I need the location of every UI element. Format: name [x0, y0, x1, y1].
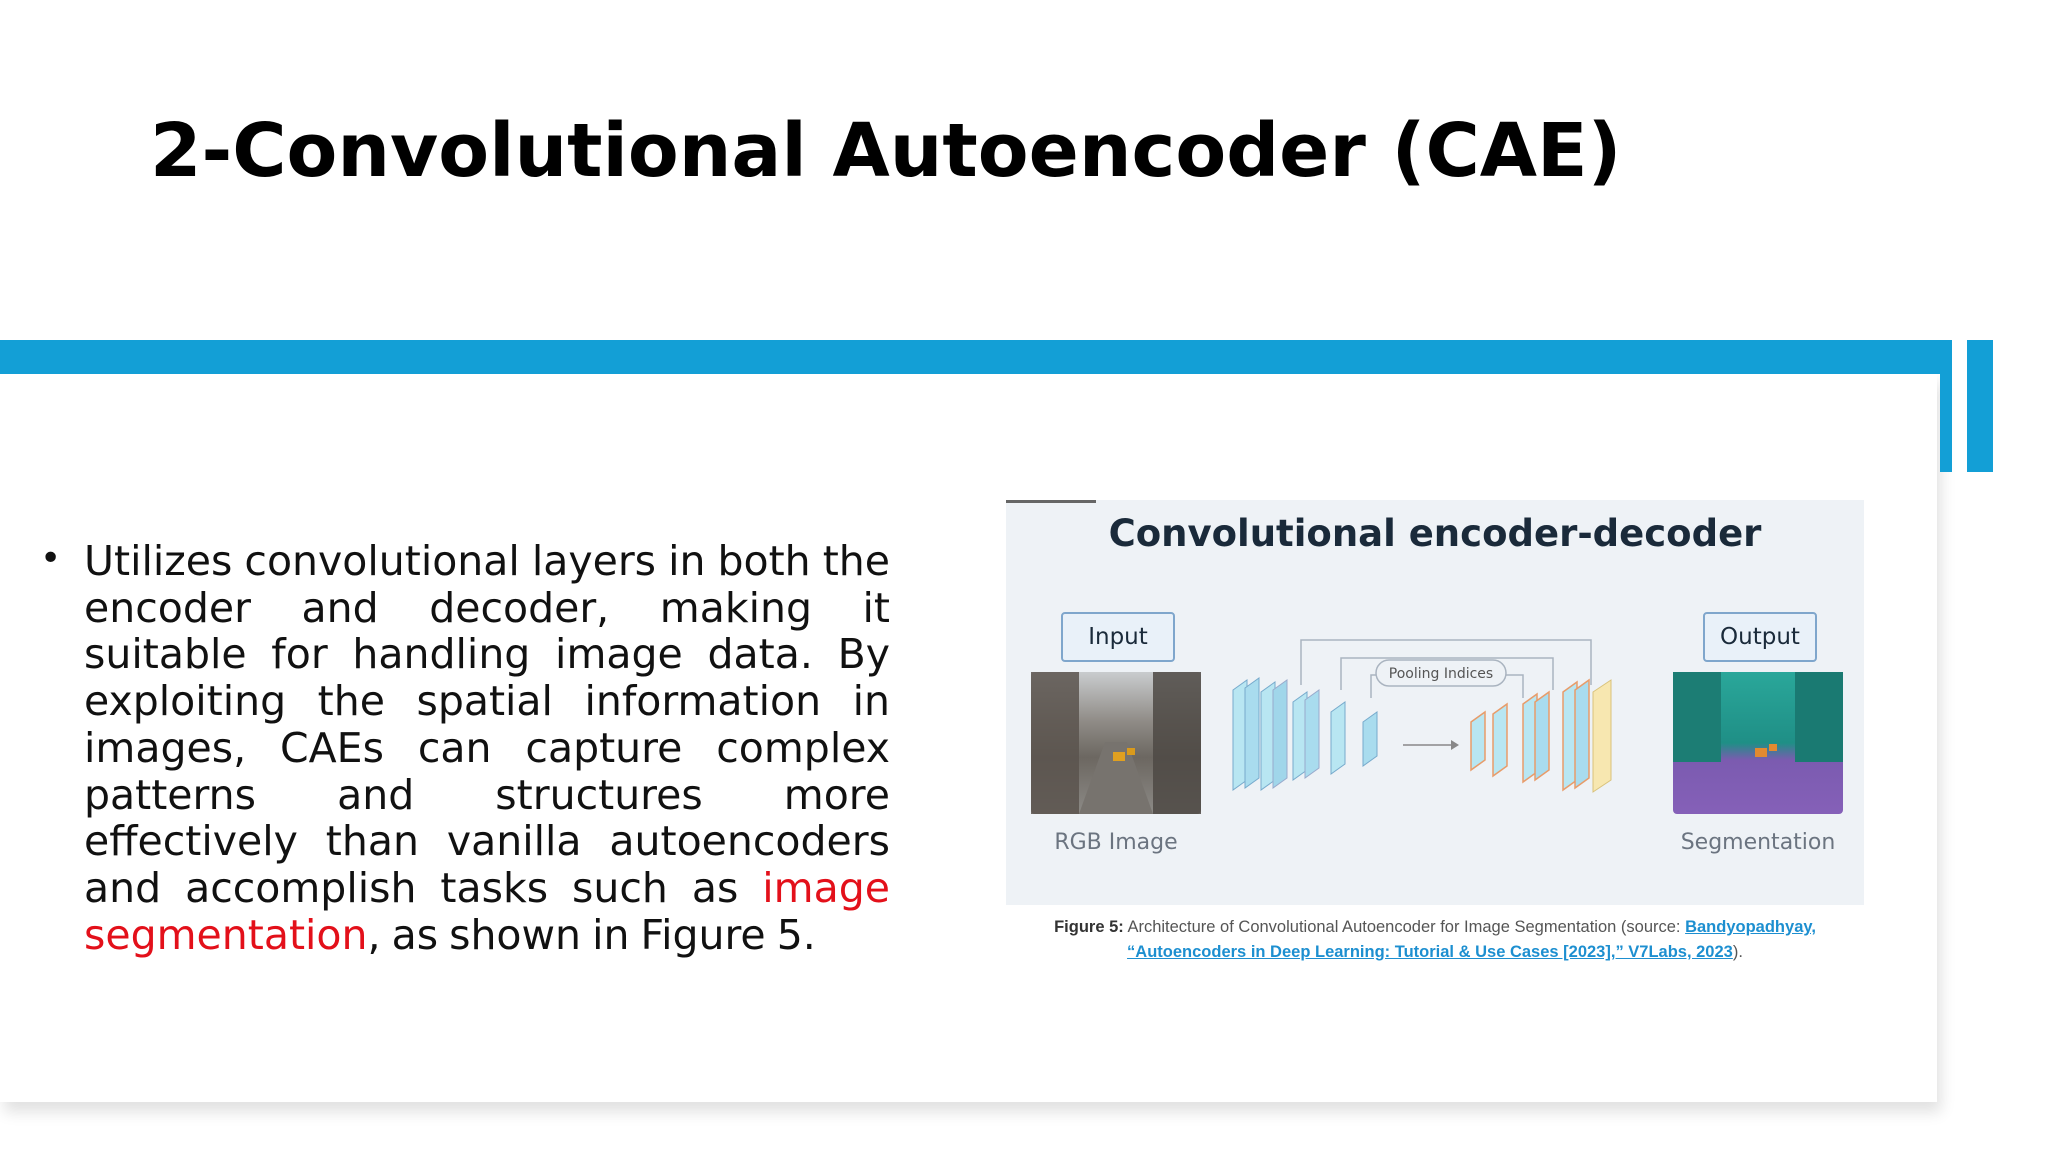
encoder-layers [1232, 677, 1378, 791]
figure-image: Convolutional encoder-decoder Input Outp… [1006, 500, 1864, 905]
bullet-point: • Utilizes convolutional layers in both … [40, 538, 890, 958]
figure-title: Convolutional encoder-decoder [1108, 512, 1762, 555]
bullet-text-end: , as shown in Figure 5. [367, 910, 816, 959]
slide-title: 2-Convolutional Autoencoder (CAE) [150, 108, 1622, 194]
street-scene-illustration [1031, 672, 1201, 814]
decoder-layers [1470, 678, 1612, 793]
bullet-text: Utilizes convolutional layers in both th… [84, 538, 890, 958]
accent-bar-vertical-1 [1940, 340, 1952, 472]
rgb-image-caption: RGB Image [1054, 830, 1178, 855]
figure-corner-mark [1006, 500, 1096, 503]
encoder-decoder-network: Pooling Indices [1232, 639, 1612, 793]
accent-bar [0, 340, 1952, 374]
figure-source-link[interactable]: Bandyopadhyay, “Autoencoders in Deep Lea… [1127, 918, 1816, 961]
accent-bar-vertical-2 [1967, 340, 1993, 472]
bullet-highlight: image segmentation [84, 863, 890, 959]
figure-caption-end: ). [1732, 943, 1743, 961]
pooling-indices-label: Pooling Indices [1389, 666, 1493, 682]
rgb-image-photo [1031, 672, 1201, 814]
figure-caption-label: Figure 5: [1054, 918, 1124, 936]
bullet-marker: • [40, 538, 62, 579]
bullet-text-main: Utilizes convolutional layers in both th… [84, 537, 890, 912]
figure-caption-text: Architecture of Convolutional Autoencode… [1123, 918, 1686, 936]
figure-caption: Figure 5: Architecture of Convolutional … [1006, 915, 1864, 965]
segmentation-photo [1673, 672, 1843, 814]
input-label-box: Input [1061, 612, 1175, 662]
segmentation-caption: Segmentation [1680, 830, 1836, 855]
segmentation-illustration [1673, 672, 1843, 762]
output-label-box: Output [1703, 612, 1817, 662]
